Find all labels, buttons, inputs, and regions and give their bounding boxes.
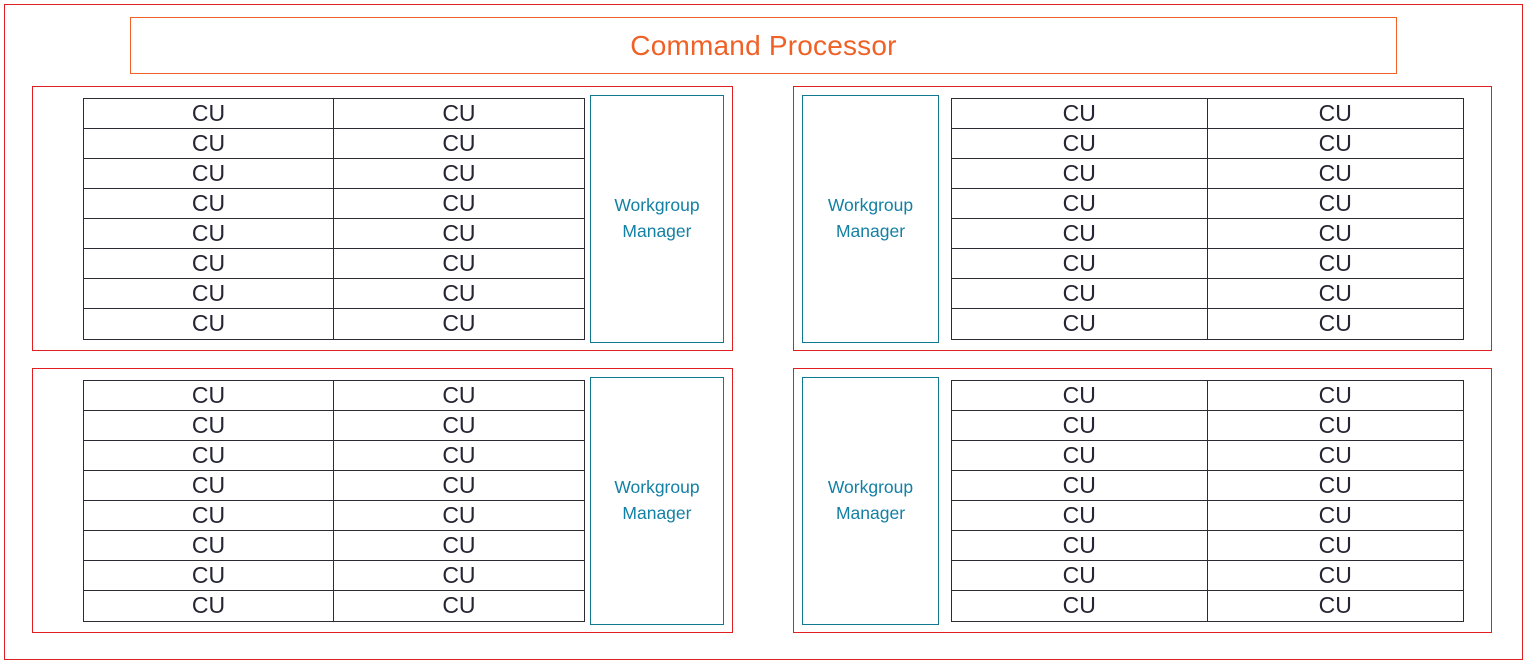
cu-cell: CU bbox=[1207, 560, 1463, 591]
cu-cell: CU bbox=[333, 248, 584, 279]
cu-cell: CU bbox=[333, 278, 584, 309]
workgroup-manager-label-line1: Workgroup bbox=[614, 477, 700, 498]
cu-cell: CU bbox=[84, 98, 334, 129]
cu-cell: CU bbox=[333, 308, 584, 339]
cu-cell: CU bbox=[1207, 470, 1463, 501]
cu-cell: CU bbox=[333, 380, 584, 411]
cu-cell: CU bbox=[333, 440, 584, 471]
cu-cell: CU bbox=[84, 500, 334, 531]
cu-cell: CU bbox=[952, 278, 1208, 309]
cu-cell: CU bbox=[952, 218, 1208, 249]
workgroup-manager-label-line2: Manager bbox=[835, 220, 906, 241]
workgroup-manager-label-line2: Manager bbox=[622, 502, 692, 523]
cu-cell: CU bbox=[952, 530, 1208, 561]
cu-cell: CU bbox=[333, 530, 584, 561]
cu-cell: CU bbox=[84, 248, 334, 279]
cu-cell: CU bbox=[333, 218, 584, 249]
workgroup-manager-label-line1: Workgroup bbox=[827, 195, 914, 216]
cu-cell: CU bbox=[333, 560, 584, 591]
cu-cell: CU bbox=[1207, 440, 1463, 471]
cu-cell: CU bbox=[333, 158, 584, 189]
cu-cell: CU bbox=[1207, 530, 1463, 561]
cu-cell: CU bbox=[84, 440, 334, 471]
cu-cell: CU bbox=[1207, 188, 1463, 219]
cu-cell: CU bbox=[333, 500, 584, 531]
cu-cell: CU bbox=[1207, 380, 1463, 411]
cu-cell: CU bbox=[952, 410, 1208, 441]
cu-cell: CU bbox=[84, 278, 334, 309]
cu-cell: CU bbox=[1207, 308, 1463, 339]
cu-cell: CU bbox=[333, 410, 584, 441]
cu-cell: CU bbox=[84, 128, 334, 159]
cu-cell: CU bbox=[1207, 278, 1463, 309]
cu-cell: CU bbox=[1207, 128, 1463, 159]
cu-cell: CU bbox=[1207, 218, 1463, 249]
command-processor-header: Command Processor bbox=[130, 17, 1397, 74]
cu-cell: CU bbox=[84, 560, 334, 591]
cu-cell: CU bbox=[952, 560, 1208, 591]
cu-cell: CU bbox=[1207, 98, 1463, 129]
cu-cell: CU bbox=[952, 590, 1208, 621]
cu-cell: CU bbox=[952, 98, 1208, 129]
cu-cell: CU bbox=[1207, 590, 1463, 621]
cu-cell: CU bbox=[952, 440, 1208, 471]
cu-cell: CU bbox=[1207, 410, 1463, 441]
cu-cell: CU bbox=[333, 470, 584, 501]
cu-cell: CU bbox=[952, 248, 1208, 279]
cu-cell: CU bbox=[333, 98, 584, 129]
cu-cell: CU bbox=[952, 158, 1208, 189]
cu-cell: CU bbox=[952, 128, 1208, 159]
workgroup-manager-label-line1: Workgroup bbox=[614, 195, 700, 216]
workgroup-manager-label-line2: Manager bbox=[622, 220, 692, 241]
cu-cell: CU bbox=[84, 530, 334, 561]
cu-cell: CU bbox=[333, 188, 584, 219]
cu-cell: CU bbox=[1207, 500, 1463, 531]
cu-cell: CU bbox=[84, 218, 334, 249]
cu-cell: CU bbox=[952, 500, 1208, 531]
cu-cell: CU bbox=[952, 188, 1208, 219]
cu-cell: CU bbox=[1207, 248, 1463, 279]
workgroup-manager-label-line1: Workgroup bbox=[827, 477, 914, 498]
cu-cell: CU bbox=[1207, 158, 1463, 189]
page-title: Command Processor bbox=[630, 29, 897, 61]
cu-cell: CU bbox=[952, 380, 1208, 411]
cu-cell: CU bbox=[84, 188, 334, 219]
cu-cell: CU bbox=[333, 128, 584, 159]
cu-cell: CU bbox=[333, 590, 584, 621]
workgroup-manager-label-line2: Manager bbox=[835, 502, 906, 523]
chip-outer-frame bbox=[4, 4, 1523, 660]
cu-cell: CU bbox=[84, 380, 334, 411]
cu-cell: CU bbox=[84, 410, 334, 441]
cu-cell: CU bbox=[84, 470, 334, 501]
cu-cell: CU bbox=[84, 308, 334, 339]
cu-cell: CU bbox=[952, 470, 1208, 501]
cu-cell: CU bbox=[952, 308, 1208, 339]
cu-cell: CU bbox=[84, 590, 334, 621]
cu-cell: CU bbox=[84, 158, 334, 189]
